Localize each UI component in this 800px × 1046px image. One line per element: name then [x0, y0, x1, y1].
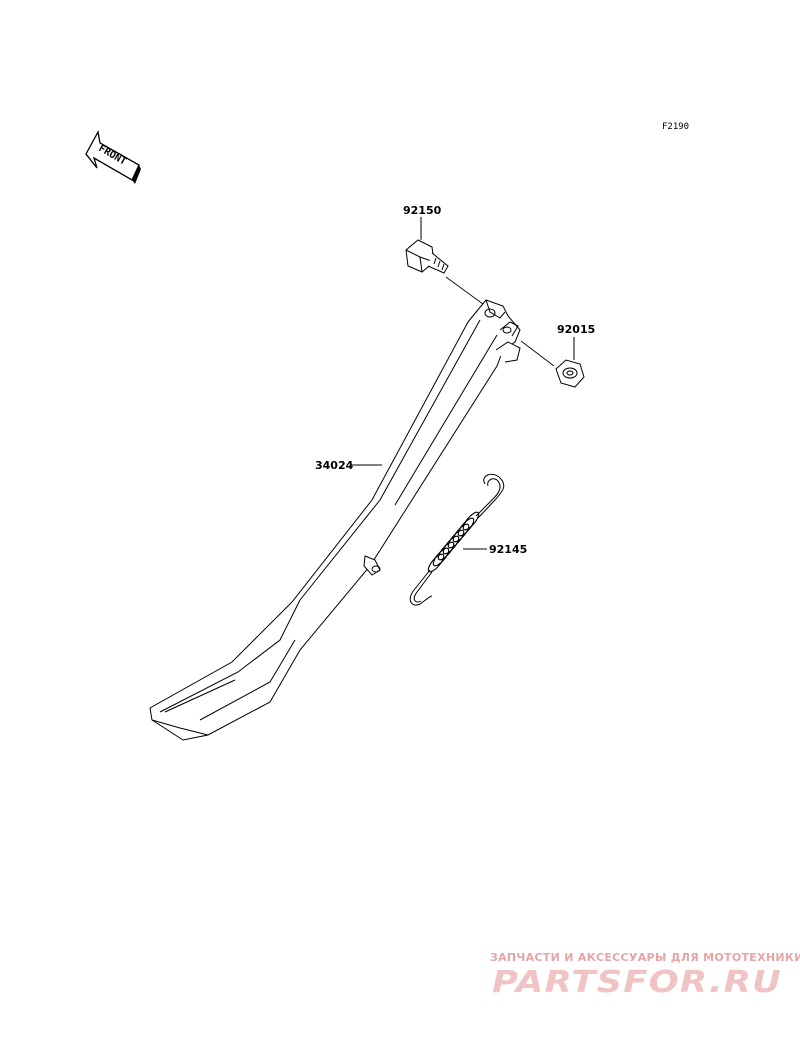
figure-code: F2190 [662, 122, 689, 132]
callout-92015: 92015 [557, 323, 595, 360]
callout-92145: 92145 [463, 543, 527, 556]
part-number-92015: 92015 [557, 323, 595, 336]
watermark-logo: PARTSFOR.RU [492, 965, 782, 1000]
callout-92150: 92150 [403, 204, 442, 240]
front-arrow-icon: FRONT [85, 130, 141, 184]
callout-34024: 34024 [315, 459, 382, 472]
nut-92015 [520, 340, 585, 388]
part-number-34024: 34024 [315, 459, 354, 472]
watermark-tagline: ЗАПЧАСТИ И АКСЕССУАРЫ ДЛЯ МОТОТЕХНИКИ [490, 951, 800, 964]
spring-92145 [409, 473, 505, 606]
part-number-92150: 92150 [403, 204, 442, 217]
part-number-92145: 92145 [489, 543, 527, 556]
side-stand-34024 [149, 299, 521, 741]
bolt-92150 [405, 239, 488, 308]
